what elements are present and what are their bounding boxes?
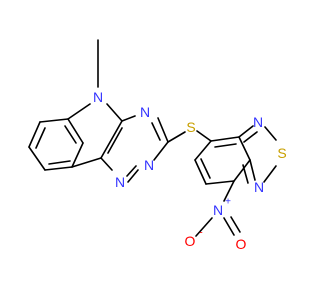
bond [223,180,235,202]
bond [167,131,186,143]
atom-sulfur-thiadiazole: S [277,145,286,161]
bond [157,117,169,143]
bond [194,140,212,161]
atom-sulfur-thioether: S [186,119,195,135]
bond-double [243,131,258,143]
atom-nitrogen-nitro: N [213,202,223,218]
bond [67,103,91,120]
bond [100,157,113,171]
bond [153,141,169,161]
bond-double [151,122,161,141]
bond [121,115,136,122]
bond [196,130,212,142]
bond-double [214,143,237,148]
bond-double [126,165,137,177]
bond [238,136,251,161]
bond [39,118,69,123]
charge-minus: - [199,228,202,239]
bond [67,118,84,144]
bond [127,169,139,183]
atom-nitrogen-thiadiazole-1: N [253,114,263,130]
atom-nitrogen-methyl: N [93,89,103,105]
bond [28,121,41,148]
bond-double [107,127,123,154]
bond [264,126,277,141]
bond-double [35,127,46,149]
bond-double [64,125,77,144]
charge-plus: + [225,197,231,208]
bond-double [230,216,241,233]
bond [106,103,123,122]
bond-double [200,158,211,179]
atom-labels: N N N N S N S N N + O - O [93,89,287,252]
bond [44,166,73,171]
atom-nitrogen-triazine-3: N [144,157,154,173]
bond-double [48,160,71,165]
bond [205,180,235,185]
bond [223,217,235,236]
bond [194,159,207,185]
atom-nitrogen-thiadiazole-2: N [254,179,264,195]
bond [238,125,254,138]
bond [100,120,123,159]
bond [249,159,256,181]
bond [195,217,213,237]
bonds [28,39,277,237]
bond [71,142,84,168]
atom-oxygen-nitro-2: O [236,236,247,252]
bond [28,146,46,171]
molecule-structure: N N N N S N S N N + O - O [28,39,287,252]
atom-nitrogen-triazine-2: N [115,174,125,190]
bond-double [242,164,249,184]
bond [233,159,251,182]
bond [210,136,240,142]
atom-nitrogen-triazine-1: N [140,104,150,120]
atom-oxygen-nitro-1: O [185,233,196,249]
bond [263,165,277,183]
bond [71,157,102,168]
